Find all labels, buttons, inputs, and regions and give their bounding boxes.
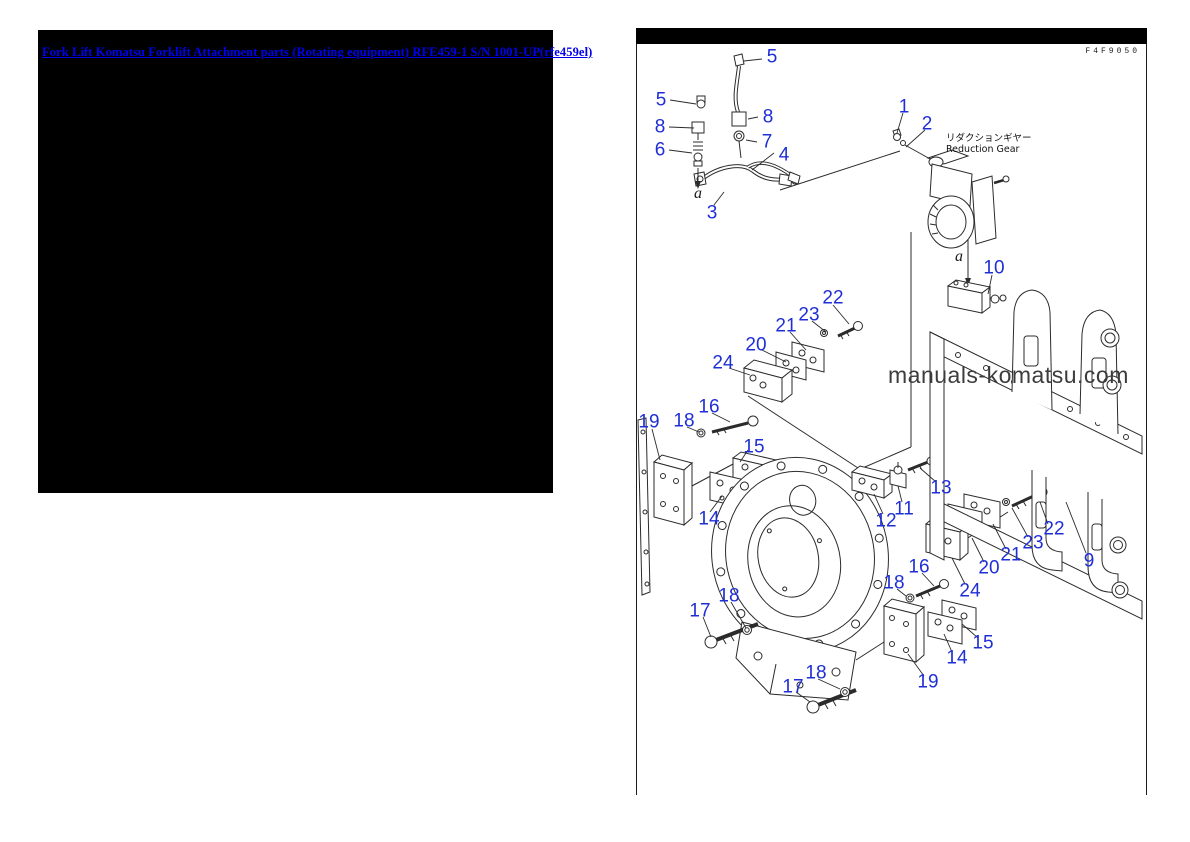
part-callout-21: 21 — [1000, 544, 1022, 566]
part-callout-10: 10 — [983, 257, 1005, 279]
part-callout-18: 18 — [673, 410, 695, 432]
part-callout-14: 14 — [946, 647, 968, 669]
parts-page-link[interactable]: Fork Lift Komatsu Forklift Attachment pa… — [42, 45, 593, 59]
part-callout-15: 15 — [972, 632, 994, 654]
part-callout-16: 16 — [908, 556, 930, 578]
part-callout-17: 17 — [782, 676, 804, 698]
part-callout-18: 18 — [883, 572, 905, 594]
parts-diagram-frame: F4F9050 — [636, 28, 1147, 795]
housing-bottom-bracket — [736, 622, 856, 700]
part-callout-5: 5 — [655, 89, 667, 111]
bottom-fasteners — [705, 599, 976, 713]
part-callout-8: 8 — [654, 116, 666, 138]
part-callout-5: 5 — [766, 46, 778, 68]
part-callout-3: 3 — [706, 202, 718, 224]
valve-block — [948, 280, 1006, 313]
part-callout-6: 6 — [654, 139, 666, 161]
part-callout-15: 15 — [743, 436, 765, 458]
part-callout-12: 12 — [875, 510, 897, 532]
part-callout-11: 11 — [894, 498, 914, 520]
part-callout-20: 20 — [978, 557, 1000, 579]
reduction-gear-label-en: Reduction Gear — [946, 143, 1020, 155]
part-callout-19: 19 — [917, 671, 939, 693]
diagram-border-right — [1146, 44, 1147, 795]
part-callout-19: 19 — [638, 411, 660, 433]
diagram-border-left — [636, 44, 637, 795]
part-callout-13: 13 — [930, 477, 952, 499]
part-callout-16: 16 — [698, 396, 720, 418]
part-callout-24: 24 — [959, 580, 981, 602]
ref-letter-a: a — [955, 248, 963, 265]
reduction-gear-assembly — [893, 129, 1009, 286]
part-callout-23: 23 — [798, 304, 820, 326]
part-callout-1: 1 — [898, 96, 910, 118]
reduction-gear-label: リダクションギヤー Reduction Gear — [946, 133, 1032, 155]
diagram-top-bar — [636, 28, 1147, 44]
upper-mount-cluster — [744, 322, 863, 403]
ref-letter-a: a — [694, 185, 702, 202]
left-black-panel — [38, 30, 553, 493]
part-callout-2: 2 — [921, 113, 933, 135]
figure-code: F4F9050 — [1085, 47, 1140, 56]
part-callout-17: 17 — [689, 600, 711, 622]
hose-assembly — [692, 54, 800, 189]
watermark-text: manuals-komatsu.com — [888, 362, 1129, 388]
part-callout-23: 23 — [1022, 532, 1044, 554]
part-callout-4: 4 — [778, 144, 790, 166]
part-callout-18: 18 — [718, 585, 740, 607]
part-callout-8: 8 — [762, 106, 774, 128]
part-callout-22: 22 — [822, 287, 844, 309]
part-callout-24: 24 — [712, 352, 734, 374]
part-callout-14: 14 — [698, 508, 720, 530]
part-callout-18: 18 — [805, 662, 827, 684]
part-callout-22: 22 — [1043, 518, 1065, 540]
leader-lines — [652, 59, 1086, 702]
part-callout-9: 9 — [1083, 550, 1095, 572]
rotator-housing — [694, 441, 907, 669]
part-callout-7: 7 — [761, 131, 773, 153]
part-callout-21: 21 — [775, 315, 797, 337]
part-callout-20: 20 — [745, 334, 767, 356]
carriage-frame — [930, 290, 1142, 619]
reduction-gear-label-jp: リダクションギヤー — [946, 133, 1032, 144]
